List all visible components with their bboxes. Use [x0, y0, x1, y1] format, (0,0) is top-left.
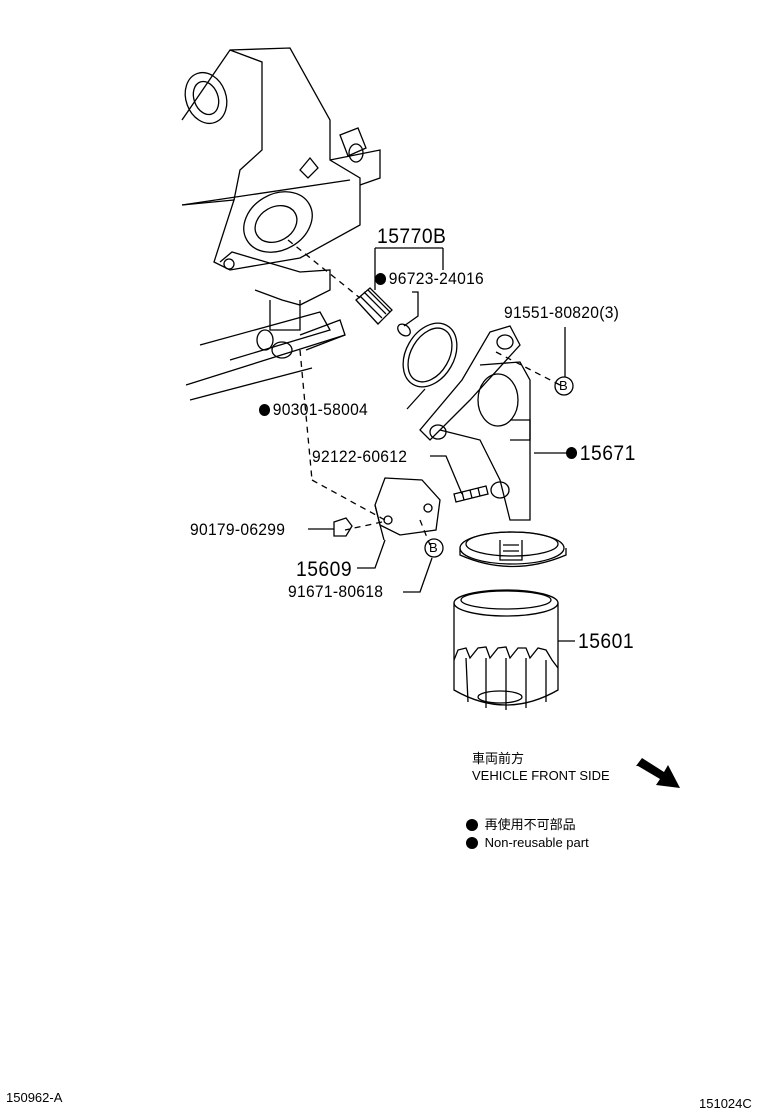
legend-text-jp: 再使用不可部品 — [484, 817, 576, 832]
engine-block — [181, 47, 381, 401]
legend-text-en: Non-reusable part — [484, 835, 589, 850]
non-reusable-dot-icon — [466, 836, 478, 849]
vehicle-front-side-en: VEHICLE FRONT SIDE — [472, 768, 610, 783]
non-reusable-dot-icon — [566, 447, 578, 460]
oil-filter — [453, 589, 559, 710]
part-label-15609: 15609 — [296, 558, 353, 581]
part-label-15601: 15601 — [578, 630, 635, 653]
part-label-15770b: 15770B — [377, 225, 447, 248]
figure-code-left: 150962-A — [6, 1090, 63, 1105]
vehicle-front-side-jp: 車両前方 — [472, 751, 525, 766]
part-label-90179-06299: 90179-06299 — [190, 520, 286, 539]
legend-row-en: Non-reusable part — [466, 835, 589, 850]
non-reusable-dot-icon — [259, 403, 271, 416]
legend-row-jp: 再使用不可部品 — [466, 814, 576, 833]
part-label-91671-80618: 91671-80618 — [288, 582, 384, 601]
stud-bolt — [453, 485, 489, 503]
callout-b-upper-label: B — [559, 378, 568, 393]
union-part — [355, 287, 411, 337]
alignment-lines — [287, 239, 561, 546]
part-label-15671: 15671 — [566, 443, 636, 464]
part-label-90301-58004: 90301-58004 — [259, 401, 368, 418]
non-reusable-dot-icon — [375, 272, 387, 285]
part-label-92122-60612: 92122-60612 — [312, 447, 408, 466]
non-reusable-dot-icon — [466, 818, 478, 831]
leader-lines — [308, 247, 575, 642]
callout-b-upper — [554, 376, 574, 396]
figure-code-right: 151024C — [699, 1096, 752, 1111]
front-direction-arrow — [636, 758, 680, 788]
small-bracket — [374, 477, 441, 541]
part-label-96723-24016: 96723-24016 — [375, 270, 484, 287]
callout-b-lower — [424, 538, 444, 558]
nut — [333, 517, 353, 537]
filter-bracket — [419, 325, 567, 568]
part-label-91551-80820: 91551-80820(3) — [504, 303, 620, 322]
callout-b-lower-label: B — [429, 540, 438, 555]
o-ring — [402, 322, 458, 388]
